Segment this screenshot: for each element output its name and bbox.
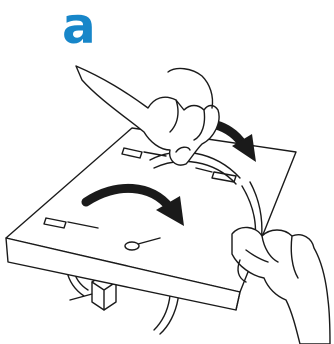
right-hand [232, 227, 330, 344]
